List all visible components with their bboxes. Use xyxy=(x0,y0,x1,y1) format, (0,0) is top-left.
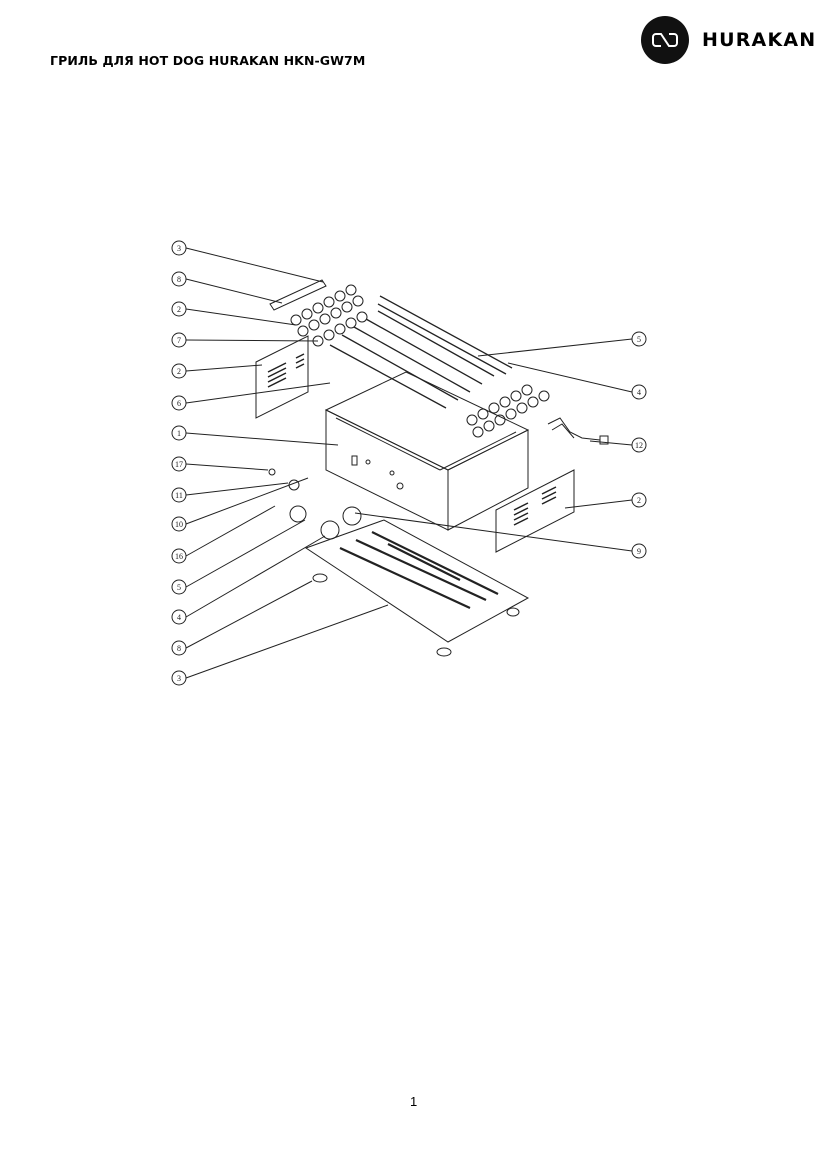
callout-left-10: 10 xyxy=(175,520,183,529)
callout-left-15: 3 xyxy=(177,674,181,683)
callout-left-9: 11 xyxy=(175,491,183,500)
callout-right-2: 4 xyxy=(637,388,641,397)
callout-left-12: 5 xyxy=(177,583,181,592)
callout-right-1: 5 xyxy=(637,335,641,344)
infinity-loop-icon xyxy=(652,33,678,47)
brand-logo: HURAKAN xyxy=(641,16,816,64)
callout-left-2: 8 xyxy=(177,275,181,284)
page-number: 1 xyxy=(410,1094,418,1109)
callout-right-5: 9 xyxy=(637,547,641,556)
brand-badge xyxy=(641,16,689,64)
callout-left-14: 8 xyxy=(177,644,181,653)
callout-left-3: 2 xyxy=(177,305,181,314)
callout-left-6: 6 xyxy=(177,399,181,408)
callout-right-3: 12 xyxy=(635,441,643,450)
callout-left-11: 16 xyxy=(175,552,183,561)
callout-right-4: 2 xyxy=(637,496,641,505)
callout-left-7: 1 xyxy=(177,429,181,438)
callout-left-1: 3 xyxy=(177,244,181,253)
callout-left-8: 17 xyxy=(175,460,183,469)
callout-left-5: 2 xyxy=(177,367,181,376)
brand-name: HURAKAN xyxy=(702,29,817,51)
callout-left-13: 4 xyxy=(177,613,181,622)
document-title: ГРИЛЬ ДЛЯ HOT DOG HURAKAN HKN-GW7M xyxy=(50,53,366,68)
callout-left-4: 7 xyxy=(177,336,181,345)
